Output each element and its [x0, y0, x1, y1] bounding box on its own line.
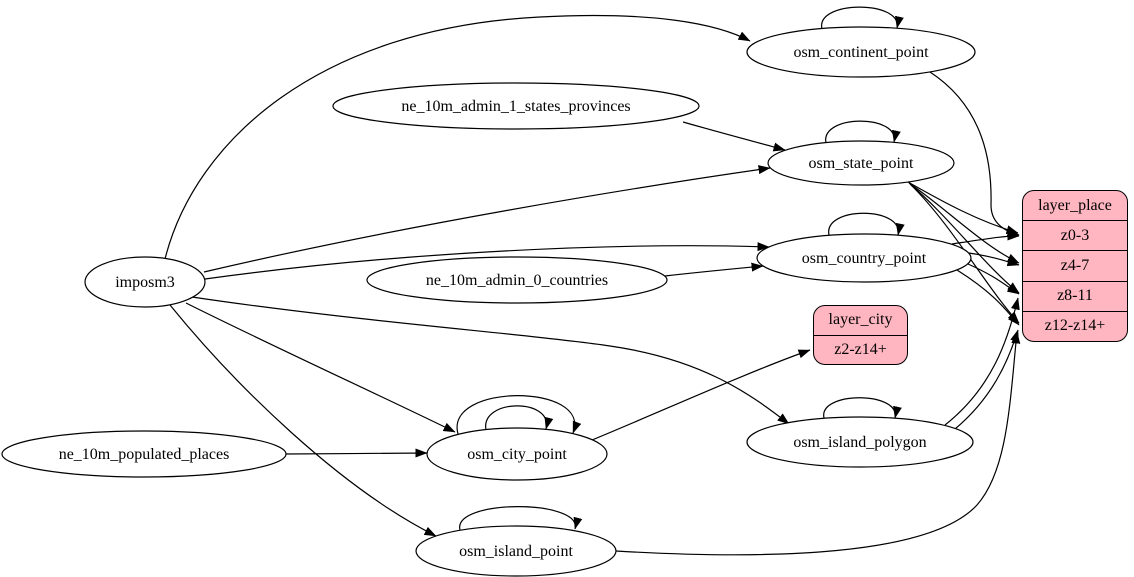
- record-layer_city-title: layer_city: [828, 311, 893, 329]
- record-layer_place-title: layer_place: [1038, 196, 1112, 214]
- record-layer_place: layer_place z0-3 z4-7 z8-11 z12-z14+: [1022, 190, 1128, 342]
- edge-ne_10m_populated_places-to-osm_city_point: [285, 448, 428, 458]
- node-ne_10m_admin_1_states_provinces-shape: [332, 82, 700, 130]
- node-osm_island_point-shape: [415, 525, 617, 577]
- node-osm_country_point-label: osm_country_point: [801, 250, 927, 267]
- record-layer_city: layer_city z2-z14+: [813, 305, 908, 365]
- node-osm_island_polygon-label: osm_island_polygon: [793, 434, 927, 451]
- selfloop-osm_island_polygon: [823, 397, 902, 419]
- edge-osm_country_point-to-layer_place-z0-3: [951, 231, 1020, 245]
- record-layer_place-row-z12-z14: z12-z14+: [1023, 310, 1127, 341]
- edge-osm_island_point-to-layer_place-z12-z14: [615, 331, 1021, 556]
- record-layer_place-row-z8-11: z8-11: [1023, 280, 1127, 311]
- record-layer_city-row-z2-z14: z2-z14+: [814, 334, 907, 365]
- edge-osm_country_point-to-layer_place-z4-7: [968, 252, 1020, 267]
- node-imposm3-shape: [84, 256, 206, 308]
- selfloop-osm_island_point: [459, 506, 583, 531]
- node-osm_city_point-label: osm_city_point: [467, 446, 567, 463]
- node-osm_state_point-shape: [767, 140, 955, 186]
- node-osm_island_point-label: osm_island_point: [459, 543, 573, 560]
- edge-osm_state_point-to-layer_place-z4-7: [908, 182, 1020, 264]
- node-osm_city_point-shape: [426, 427, 608, 481]
- selfloop-osm_continent_point: [821, 6, 904, 30]
- node-ne_10m_populated_places-shape: [1, 430, 287, 478]
- record-layer_place-row-z0-3: z0-3: [1023, 220, 1127, 250]
- selfloop-osm_country_point: [828, 212, 905, 236]
- edge-osm_island_polygon-to-layer_place-z8-11: [944, 297, 1020, 426]
- edge-imposm3-to-osm_island_polygon: [191, 296, 790, 425]
- node-osm_state_point-label: osm_state_point: [808, 155, 914, 172]
- edge-osm_country_point-to-layer_place-z12-z14: [956, 269, 1020, 326]
- edge-osm_state_point-to-layer_place-z8-11: [909, 183, 1020, 294]
- node-osm_continent_point-label: osm_continent_point: [793, 44, 929, 61]
- node-ne_10m_admin_0_countries-label: ne_10m_admin_0_countries: [425, 272, 609, 289]
- edge-ne_10m_admin_0_countries-to-osm_country_point: [664, 262, 764, 277]
- node-ne_10m_populated_places-label: ne_10m_populated_places: [58, 446, 230, 463]
- selfloop-osm_city_point-inner: [485, 405, 554, 431]
- node-osm_continent_point-shape: [746, 26, 976, 78]
- edge-osm_country_point-to-layer_place-z8-11: [967, 263, 1020, 295]
- edge-imposm3-to-osm_continent_point: [164, 14, 751, 260]
- node-ne_10m_admin_0_countries-shape: [366, 256, 668, 304]
- edge-osm_state_point-to-layer_place-z0-3: [907, 181, 1019, 235]
- edge-imposm3-to-osm_state_point: [203, 165, 771, 273]
- selfloop-osm_state_point: [825, 120, 901, 144]
- selfloop-osm_city_point-outer: [456, 395, 582, 435]
- edge-imposm3-to-osm_city_point: [185, 302, 456, 433]
- node-osm_country_point-shape: [756, 233, 972, 283]
- node-ne_10m_admin_1_states_provinces-label: ne_10m_admin_1_states_provinces: [401, 98, 631, 115]
- node-imposm3-label: imposm3: [115, 274, 175, 291]
- edge-osm_city_point-to-layer_city-z2-z14: [591, 349, 811, 441]
- edge-ne_10m_admin_1_states_provinces-to-osm_state_point: [682, 121, 786, 152]
- node-osm_island_polygon-shape: [746, 416, 974, 468]
- record-layer_place-row-z4-7: z4-7: [1023, 250, 1127, 280]
- edge-imposm3-to-osm_country_point: [204, 242, 770, 280]
- edge-osm_continent_point-to-layer_place-z0-3: [929, 71, 1020, 237]
- edge-imposm3-to-osm_island_point: [169, 304, 437, 537]
